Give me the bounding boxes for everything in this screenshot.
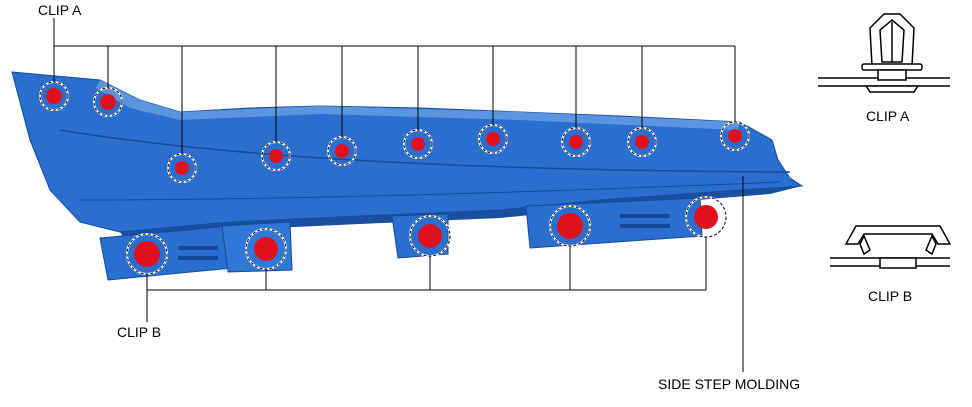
clip-b-leader-lines: [146, 237, 707, 322]
clip-b-detail-label: CLIP B: [868, 288, 913, 304]
side-step-molding-part: [11, 71, 804, 281]
clip-a-detail-label: CLIP A: [866, 108, 910, 124]
clip-b-markers: [126, 196, 727, 275]
clip-a-leader-lines: [53, 18, 736, 154]
molding-callout-label: SIDE STEP MOLDING: [658, 376, 801, 392]
clip-b-marker: [126, 233, 168, 275]
clip-b-detail-drawing: [830, 225, 952, 269]
molding-groove-2: [79, 181, 781, 201]
molding-groove: [59, 129, 791, 173]
clip-a-detail-drawing: [818, 13, 950, 93]
molding-upper-ridge: [96, 80, 740, 130]
clip-b-bracket-4: [525, 197, 703, 249]
clip-b-callout-label: CLIP B: [117, 324, 162, 340]
clip-a-callout-label: CLIP A: [38, 2, 82, 18]
clip-b-marker: [685, 196, 727, 238]
